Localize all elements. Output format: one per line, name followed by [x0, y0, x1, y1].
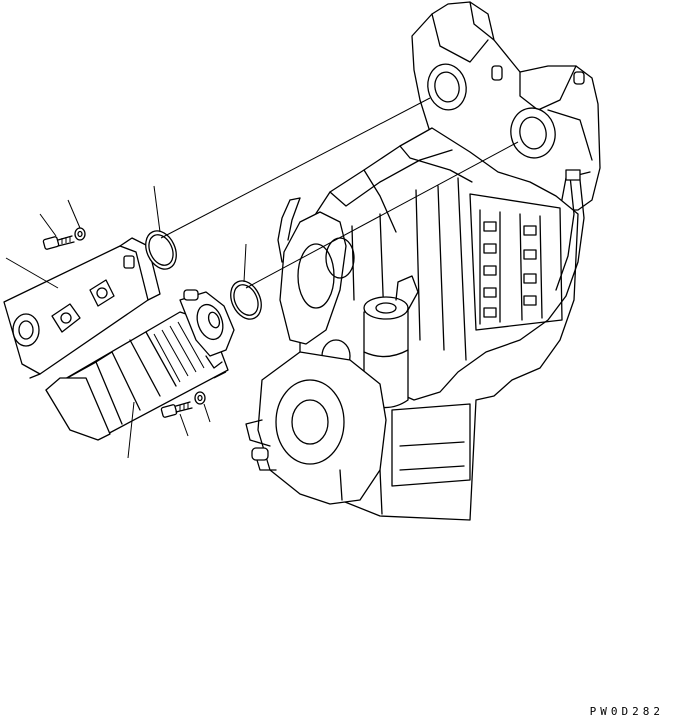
- hydraulic-pump: [46, 290, 234, 440]
- leader-lines: [6, 98, 518, 458]
- drawing-code: PW0D282: [589, 705, 664, 718]
- washer-lower: [195, 392, 205, 404]
- o-ring-lower: [225, 276, 267, 324]
- pump-cover-plate: [4, 238, 160, 378]
- o-ring-upper: [140, 226, 182, 274]
- bolt-upper: [43, 236, 74, 250]
- transmission-assembly: [246, 2, 600, 520]
- bolt-lower: [161, 402, 192, 418]
- washer-upper: [75, 228, 85, 240]
